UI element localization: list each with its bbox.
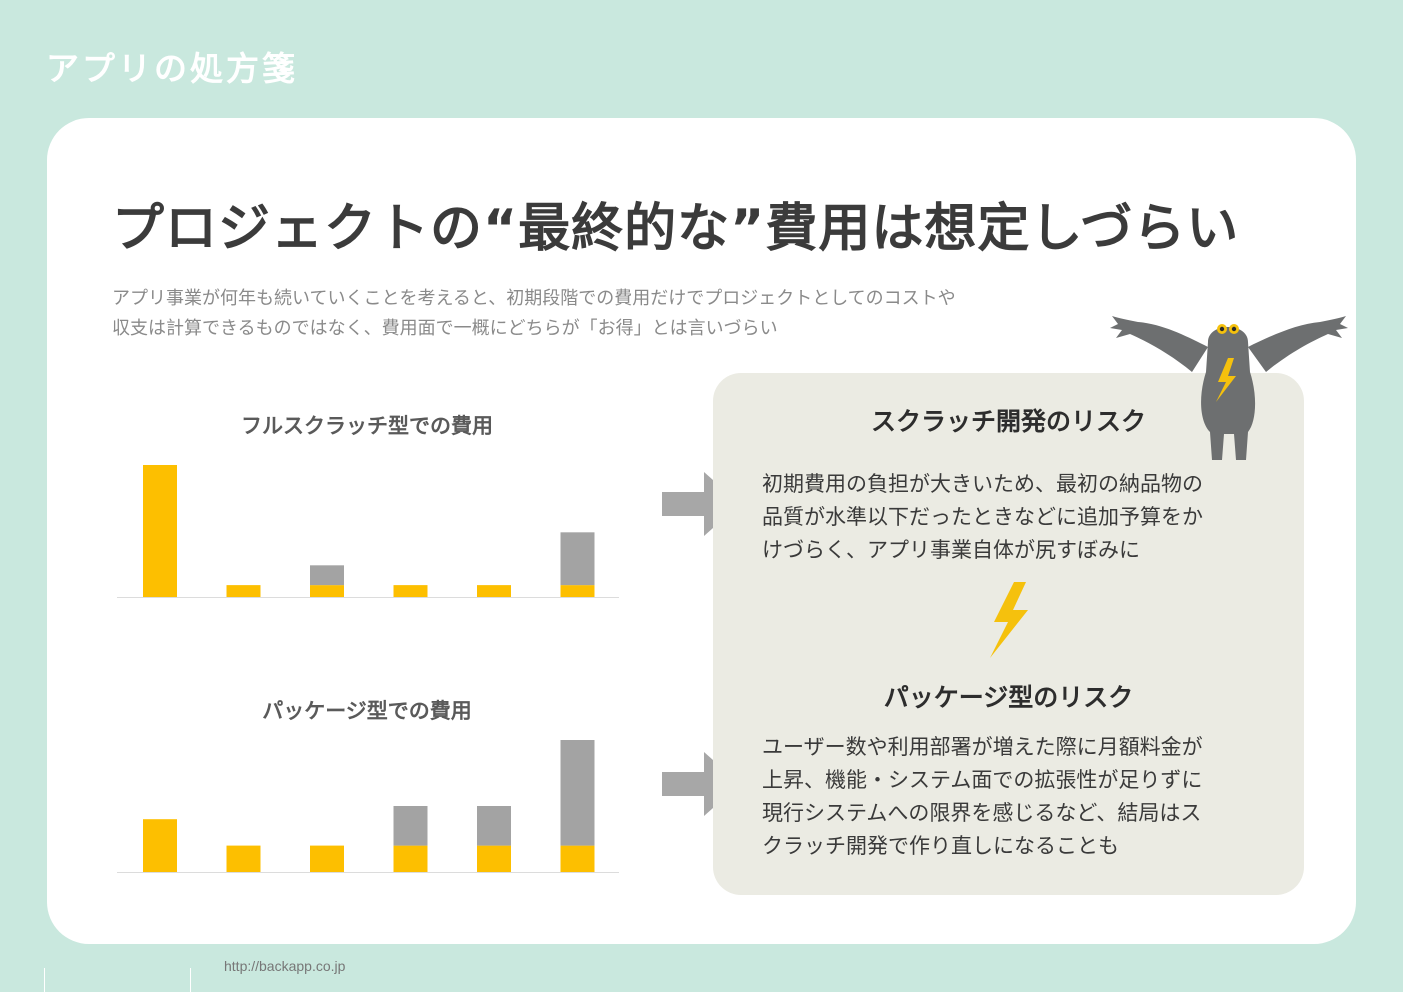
additional-cost-bar (393, 806, 428, 846)
additional-cost-bar (560, 532, 595, 586)
monster-mascot-icon (1110, 316, 1348, 460)
risk-line: 現行システムへの限界を感じるなど、結局はス (762, 801, 1202, 825)
base-cost-bar (560, 845, 595, 872)
base-cost-bar (393, 585, 428, 597)
base-cost-bar (226, 845, 261, 872)
base-cost-bar (143, 465, 177, 597)
additional-cost-bar (560, 740, 595, 846)
risk-line: 品質が水準以下だったときなどに追加予算をか (762, 505, 1203, 529)
base-cost-bar (393, 845, 428, 872)
footer-url[interactable]: http://backapp.co.jp (224, 958, 346, 974)
package-risk-text: ユーザー数や利用部署が増えた際に月額料金が 上昇、機能・システム面での拡張性が足… (762, 731, 1262, 863)
base-cost-bar (310, 845, 344, 872)
footer-divider (190, 968, 191, 992)
base-cost-bar (560, 585, 595, 597)
risk-line: ユーザー数や利用部署が増えた際に月額料金が (762, 735, 1203, 759)
scratch-risk-heading: スクラッチ開発のリスク (870, 407, 1146, 436)
brand-logo: アプリの処方箋 (46, 49, 298, 88)
risk-line: 上昇、機能・システム面での拡張性が足りずに (762, 768, 1203, 792)
package-risk-heading: パッケージ型のリスク (883, 683, 1134, 712)
description: アプリ事業が何年も続いていくことを考えると、初期段階での費用だけでプロジェクトと… (112, 284, 1072, 344)
footer-divider (44, 968, 45, 992)
description-line: アプリ事業が何年も続いていくことを考えると、初期段階での費用だけでプロジェクトと… (112, 288, 956, 309)
additional-cost-bar (477, 806, 511, 846)
base-cost-bar (477, 845, 511, 872)
risk-line: 初期費用の負担が大きいため、最初の納品物の (762, 472, 1203, 496)
chart-title-package: パッケージ型での費用 (262, 699, 472, 723)
description-line: 収支は計算できるものではなく、費用面で一概にどちらが「お得」とは言いづらい (112, 318, 778, 339)
lightning-bolt-icon (990, 582, 1028, 658)
base-cost-bar (226, 585, 261, 597)
chart-title-scratch: フルスクラッチ型での費用 (241, 414, 493, 438)
base-cost-bar (477, 585, 511, 597)
risk-line: けづらく、アプリ事業自体が尻すぼみに (762, 538, 1140, 562)
base-cost-bar (310, 585, 344, 597)
scratch-risk-text: 初期費用の負担が大きいため、最初の納品物の 品質が水準以下だったときなどに追加予… (762, 468, 1262, 567)
page-title: プロジェクトの“最終的な”費用は想定しづらい (112, 199, 1240, 259)
additional-cost-bar (310, 565, 344, 586)
package-cost-chart (117, 740, 619, 873)
base-cost-bar (143, 819, 177, 872)
risk-line: クラッチ開発で作り直しになることも (762, 834, 1119, 858)
scratch-cost-chart (117, 465, 619, 598)
